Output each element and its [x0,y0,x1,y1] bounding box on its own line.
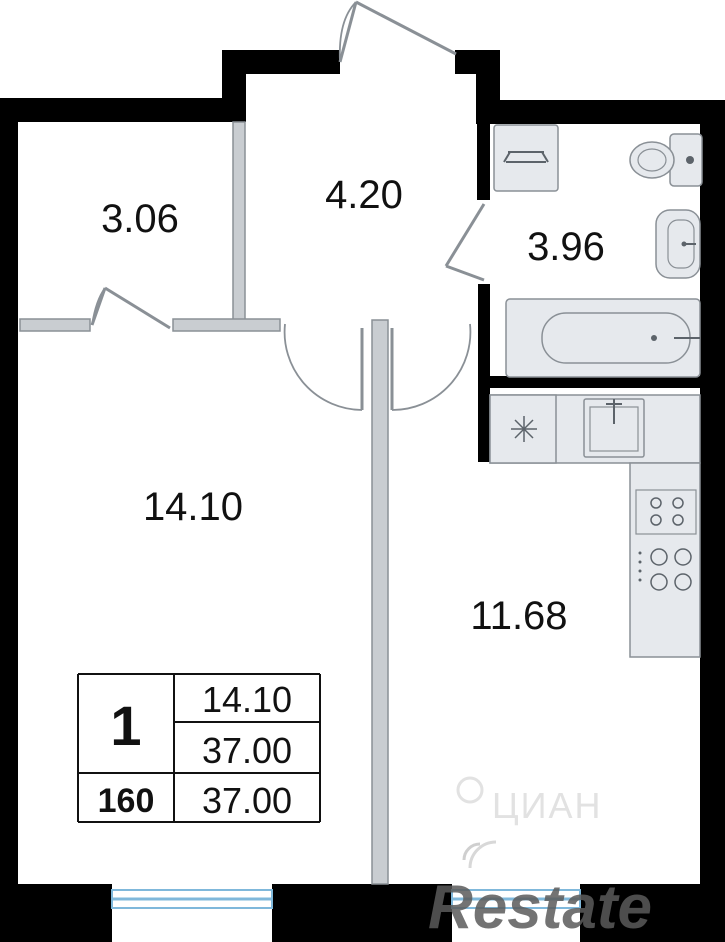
windows [111,889,581,909]
washing-machine-icon [493,124,559,192]
hallway-area: 4.20 [325,173,403,217]
small-room-door [90,286,171,330]
rooms-count: 1 [110,694,141,757]
living-area-value: 14.10 [202,679,292,720]
sink-icon [655,209,701,279]
apartment-number: 160 [98,782,155,820]
bathroom-area: 3.96 [527,225,605,269]
total-area-value-2: 37.00 [202,780,292,821]
outer-walls [0,50,725,942]
toilet-icon [629,133,703,187]
bathtub-icon [505,298,701,378]
small-room-area: 3.06 [101,197,179,241]
summary-table: 1 14.10 37.00 160 37.00 [77,673,321,823]
total-area-value: 37.00 [202,730,292,771]
cian-watermark: ЦИАН [456,776,603,826]
kitchen-door [390,323,472,411]
interior-walls [19,120,700,885]
restate-watermark: Restate [428,840,652,942]
doors [90,0,486,411]
entrance-door [338,0,457,63]
refrigerator-icon [489,394,557,464]
bathroom-door [444,203,486,282]
stove-icon [635,489,697,591]
living-door [283,323,364,411]
restate-watermark-text: Restate [428,873,652,942]
living-room-area: 14.10 [143,485,243,529]
kitchen-area: 11.68 [470,594,567,638]
cian-watermark-text: ЦИАН [492,785,603,826]
kitchen-sink-icon [583,398,645,458]
